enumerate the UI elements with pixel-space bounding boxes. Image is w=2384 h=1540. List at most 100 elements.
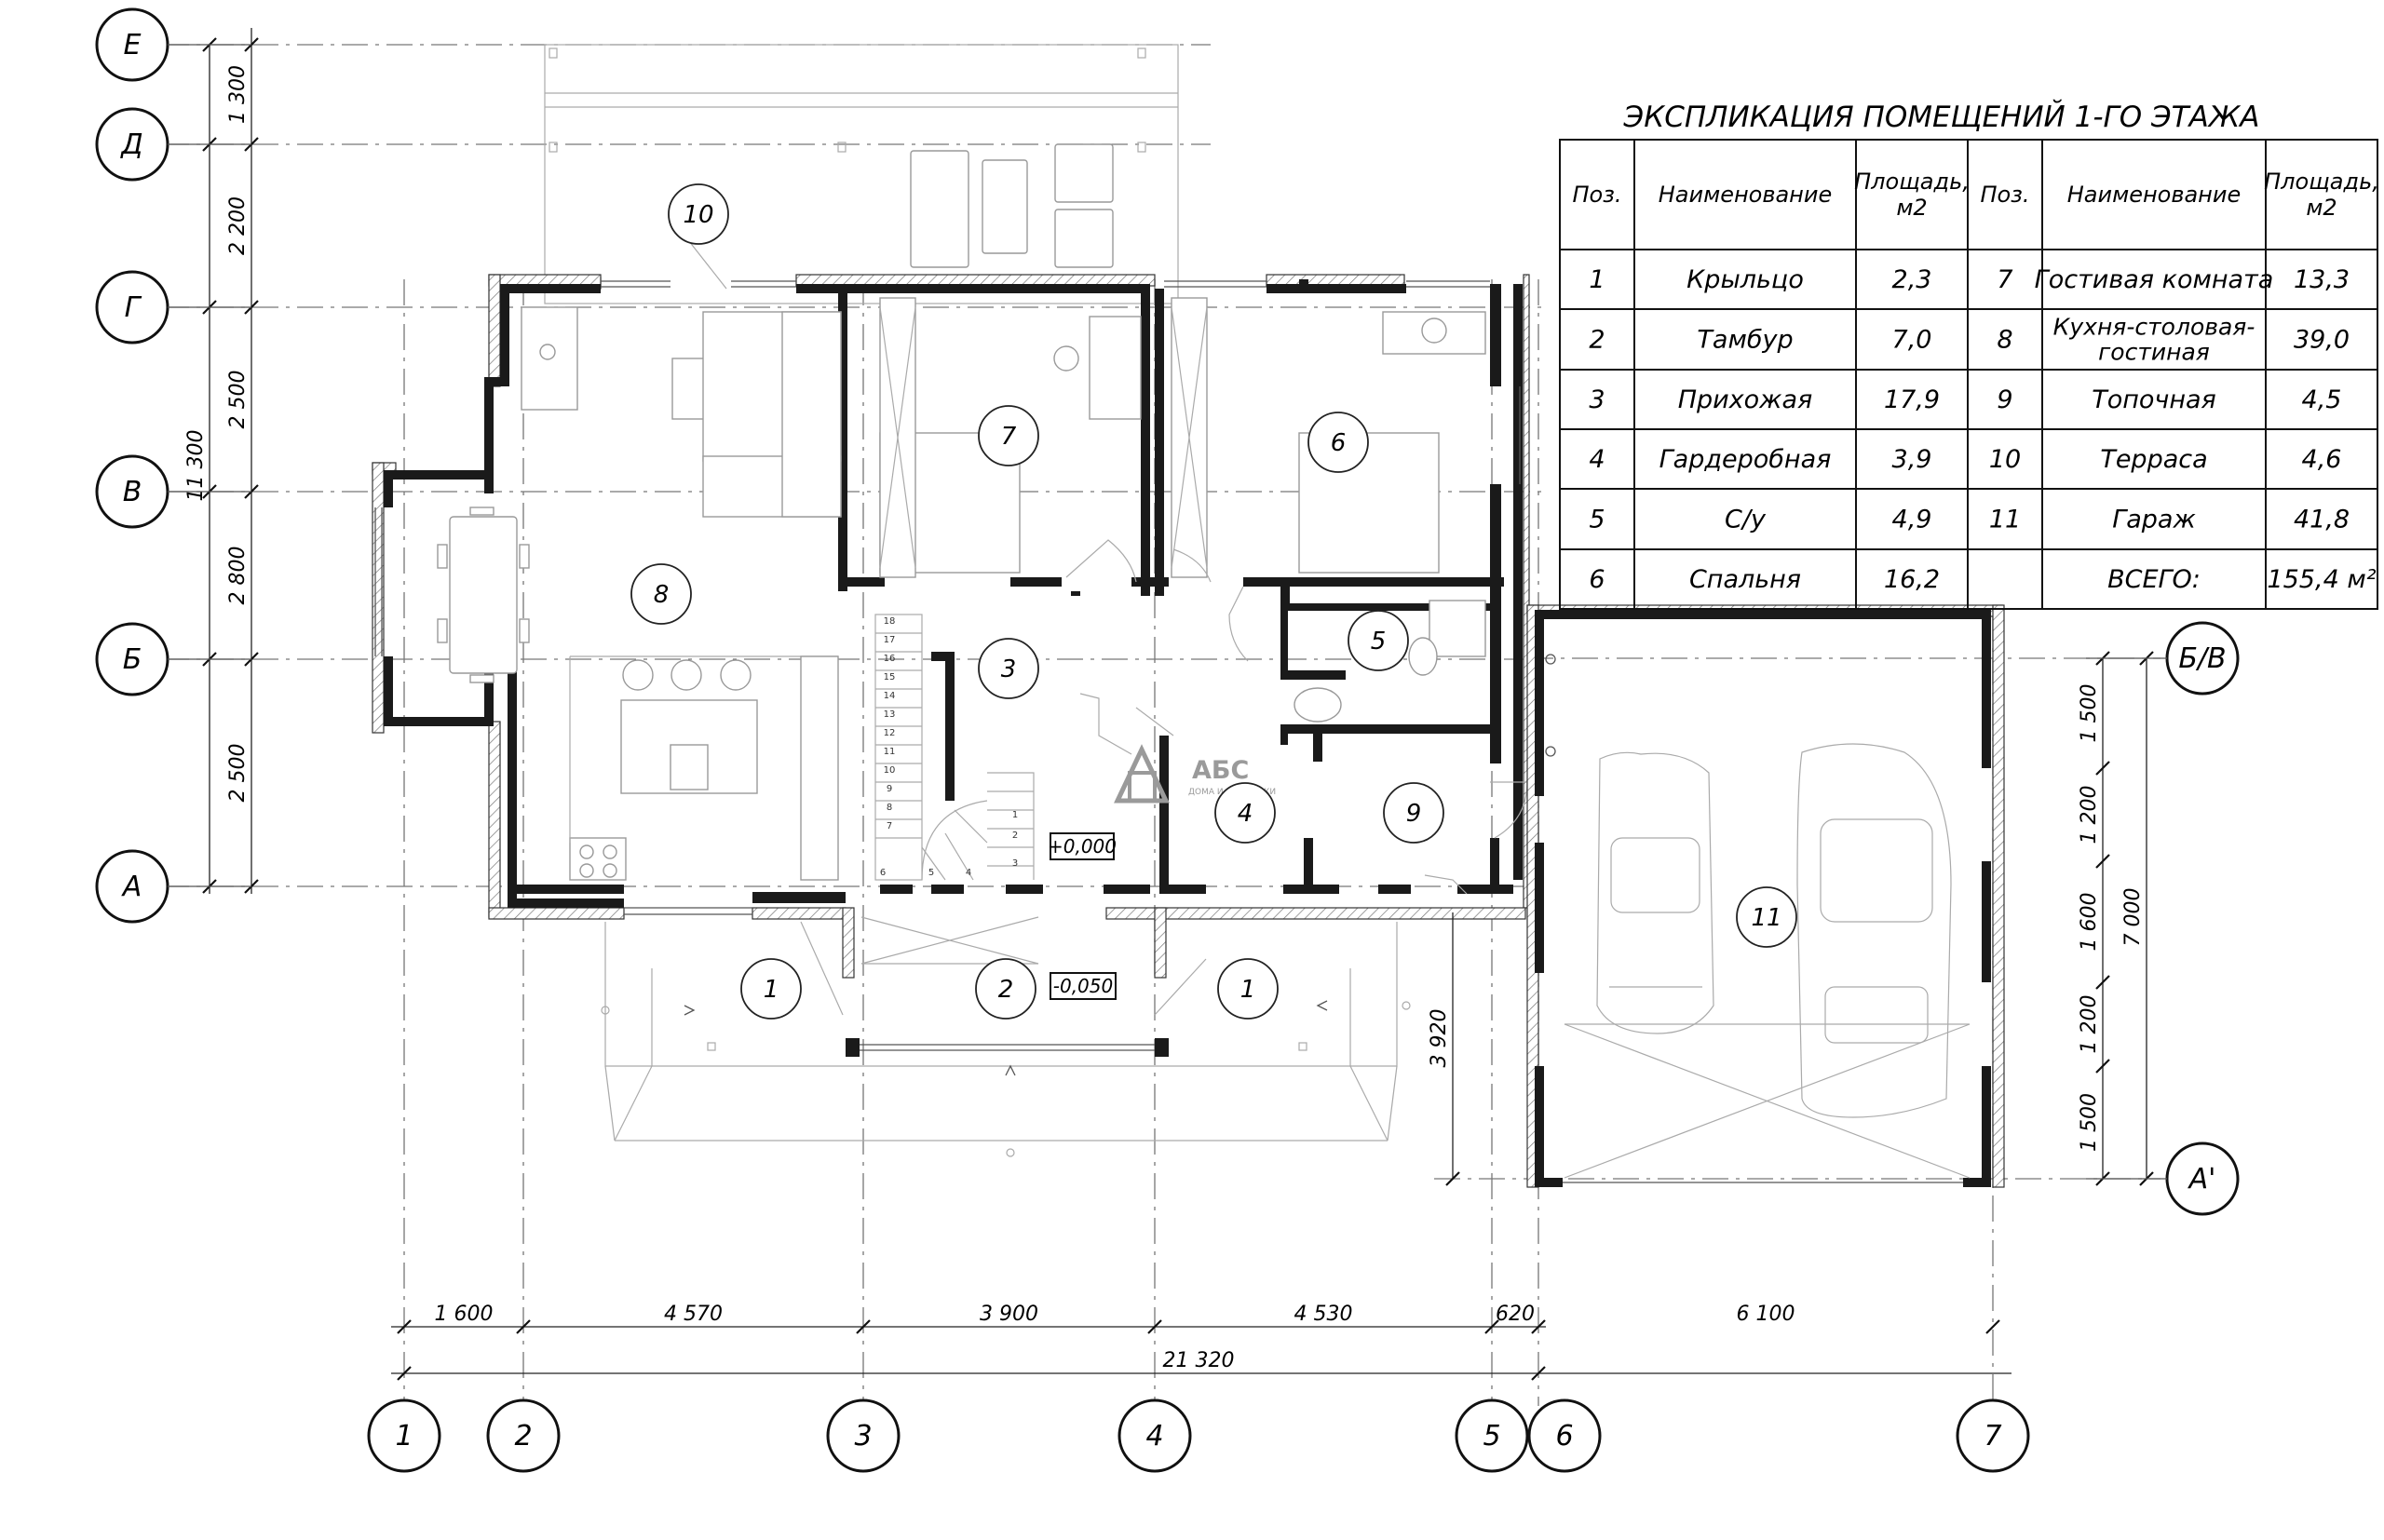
axis-label: 2 bbox=[514, 1420, 532, 1452]
table-cell: 9 bbox=[1997, 385, 2012, 414]
interior-furniture bbox=[437, 297, 1486, 881]
axis-label: 7 bbox=[1984, 1420, 2001, 1452]
table-header: Поз. bbox=[1980, 182, 2029, 208]
table-title: ЭКСПЛИКАЦИЯ ПОМЕЩЕНИЙ 1-ГО ЭТАЖА bbox=[1623, 101, 2260, 134]
axis-bubble-Е: Е bbox=[95, 7, 251, 82]
axis-bubble-5: 5 bbox=[1455, 1398, 1529, 1473]
axis-bubble-Б: Б bbox=[95, 622, 251, 696]
logo-name: АБС bbox=[1192, 756, 1249, 785]
axis-label: Б bbox=[123, 643, 142, 676]
room-marker-7: 7 bbox=[978, 405, 1039, 466]
table-cell: 4,6 bbox=[2302, 445, 2342, 474]
axis-label: Б/В bbox=[2178, 642, 2226, 675]
stair-step-number: 2 bbox=[1012, 831, 1018, 841]
axis-label: 6 bbox=[1555, 1420, 1573, 1452]
dim-right: 1 200 bbox=[2078, 786, 2101, 844]
axis-bubble-4: 4 bbox=[1118, 1398, 1192, 1473]
table-header: Площадь,м2 bbox=[2264, 169, 2379, 221]
dim-right: 1 600 bbox=[2078, 893, 2101, 952]
table-cell: Гостивая комната bbox=[2035, 265, 2274, 294]
axis-label: 1 bbox=[395, 1420, 413, 1452]
level-porch: -0,050 bbox=[1053, 975, 1113, 997]
axis-bubble-2: 2 bbox=[486, 1398, 561, 1473]
room-number: 1 bbox=[1240, 976, 1256, 1004]
table-cell: Топочная bbox=[2092, 385, 2216, 414]
car-right bbox=[1796, 743, 1952, 1118]
table-cell: 4,5 bbox=[2302, 385, 2342, 414]
table-cell: Спальня bbox=[1689, 565, 1801, 594]
axis-bubble-6: 6 bbox=[1527, 1398, 1602, 1473]
dim-left: 2 500 bbox=[226, 371, 250, 429]
dim-right: 1 500 bbox=[2078, 684, 2101, 743]
room-number: 5 bbox=[1371, 628, 1387, 655]
room-number: 9 bbox=[1406, 800, 1422, 828]
room-number: 10 bbox=[683, 201, 713, 229]
table-cell: 3,9 bbox=[1892, 445, 1932, 474]
stair-step-number: 5 bbox=[928, 868, 934, 878]
table-cell: 5 bbox=[1589, 506, 1605, 534]
stair-step-number: 16 bbox=[884, 654, 896, 664]
table-cell: Кухня-столовая-гостиная bbox=[2053, 314, 2255, 366]
table-cell: 155,4 м² bbox=[2267, 565, 2376, 594]
car-left bbox=[1596, 751, 1714, 1034]
table-cell: 7,0 bbox=[1892, 326, 1932, 355]
explication-table: ЭКСПЛИКАЦИЯ ПОМЕЩЕНИЙ 1-ГО ЭТАЖА Поз. Наи… bbox=[1559, 101, 2379, 610]
room-marker-2: 2 bbox=[975, 958, 1036, 1020]
house-walls bbox=[372, 274, 1530, 920]
table-cell: 2 bbox=[1589, 326, 1605, 355]
table-cell: Гардеробная bbox=[1659, 445, 1832, 474]
staircase bbox=[874, 614, 1035, 881]
axis-bubble-3: 3 bbox=[826, 1398, 901, 1473]
table-cell: 4,9 bbox=[1892, 506, 1932, 534]
table-cell: Тамбур bbox=[1697, 326, 1793, 355]
table-cell: 8 bbox=[1997, 326, 2012, 355]
axis-bubble-Г: Г bbox=[95, 270, 251, 344]
terrace-area bbox=[544, 44, 1179, 304]
room-number: 6 bbox=[1331, 429, 1347, 457]
porch bbox=[601, 907, 1411, 1157]
axis-label: 3 bbox=[854, 1420, 872, 1452]
axis-label: Е bbox=[124, 29, 142, 61]
room-number: 2 bbox=[998, 976, 1014, 1004]
table-cell: 41,8 bbox=[2294, 506, 2350, 534]
table-cell: С/у bbox=[1725, 506, 1767, 534]
stair-step-number: 15 bbox=[884, 672, 896, 682]
stair-step-number: 7 bbox=[887, 821, 892, 831]
table-cell: 39,0 bbox=[2294, 326, 2350, 355]
table-cell: 16,2 bbox=[1884, 565, 1940, 594]
stair-step-number: 18 bbox=[884, 616, 896, 627]
dim-left: 2 800 bbox=[226, 547, 250, 605]
dim-right-total: 7 000 bbox=[2121, 888, 2145, 947]
dim-left-total: 11 300 bbox=[184, 430, 208, 502]
stair-step-number: 13 bbox=[884, 709, 896, 720]
table-cell: 6 bbox=[1589, 565, 1605, 594]
room-marker-9: 9 bbox=[1383, 782, 1444, 844]
table-header: Наименование bbox=[1659, 182, 1833, 208]
axis-label: Д bbox=[119, 128, 142, 161]
room-marker-10: 10 bbox=[668, 183, 729, 245]
axis-bubble-Д: Д bbox=[95, 107, 251, 182]
room-number: 3 bbox=[1001, 655, 1017, 683]
windows bbox=[374, 280, 1521, 915]
level-marks: +0,000 -0,050 bbox=[1048, 832, 1117, 1000]
axis-label: А bbox=[121, 871, 142, 903]
dim-bottom: 4 530 bbox=[1294, 1303, 1353, 1326]
dim-right: 1 200 bbox=[2078, 995, 2101, 1054]
table-cell: Крыльцо bbox=[1686, 265, 1804, 294]
axis-bubble-В: В bbox=[95, 454, 251, 529]
dim-garage-side: 3 920 bbox=[1428, 1009, 1451, 1068]
room-number: 11 bbox=[1751, 904, 1781, 932]
table-cell: 2,3 bbox=[1892, 265, 1932, 294]
room-marker-11: 11 bbox=[1736, 886, 1797, 948]
stair-step-number: 14 bbox=[884, 691, 896, 701]
stair-step-number: 11 bbox=[884, 747, 896, 757]
axis-bubble-7: 7 bbox=[1956, 1398, 2030, 1473]
dim-bottom: 3 900 bbox=[980, 1303, 1038, 1326]
stair-step-number: 9 bbox=[887, 784, 892, 794]
table-cell: 11 bbox=[1989, 506, 2021, 534]
stair-step-number: 3 bbox=[1012, 858, 1018, 869]
room-marker-1: 1 bbox=[740, 958, 802, 1020]
